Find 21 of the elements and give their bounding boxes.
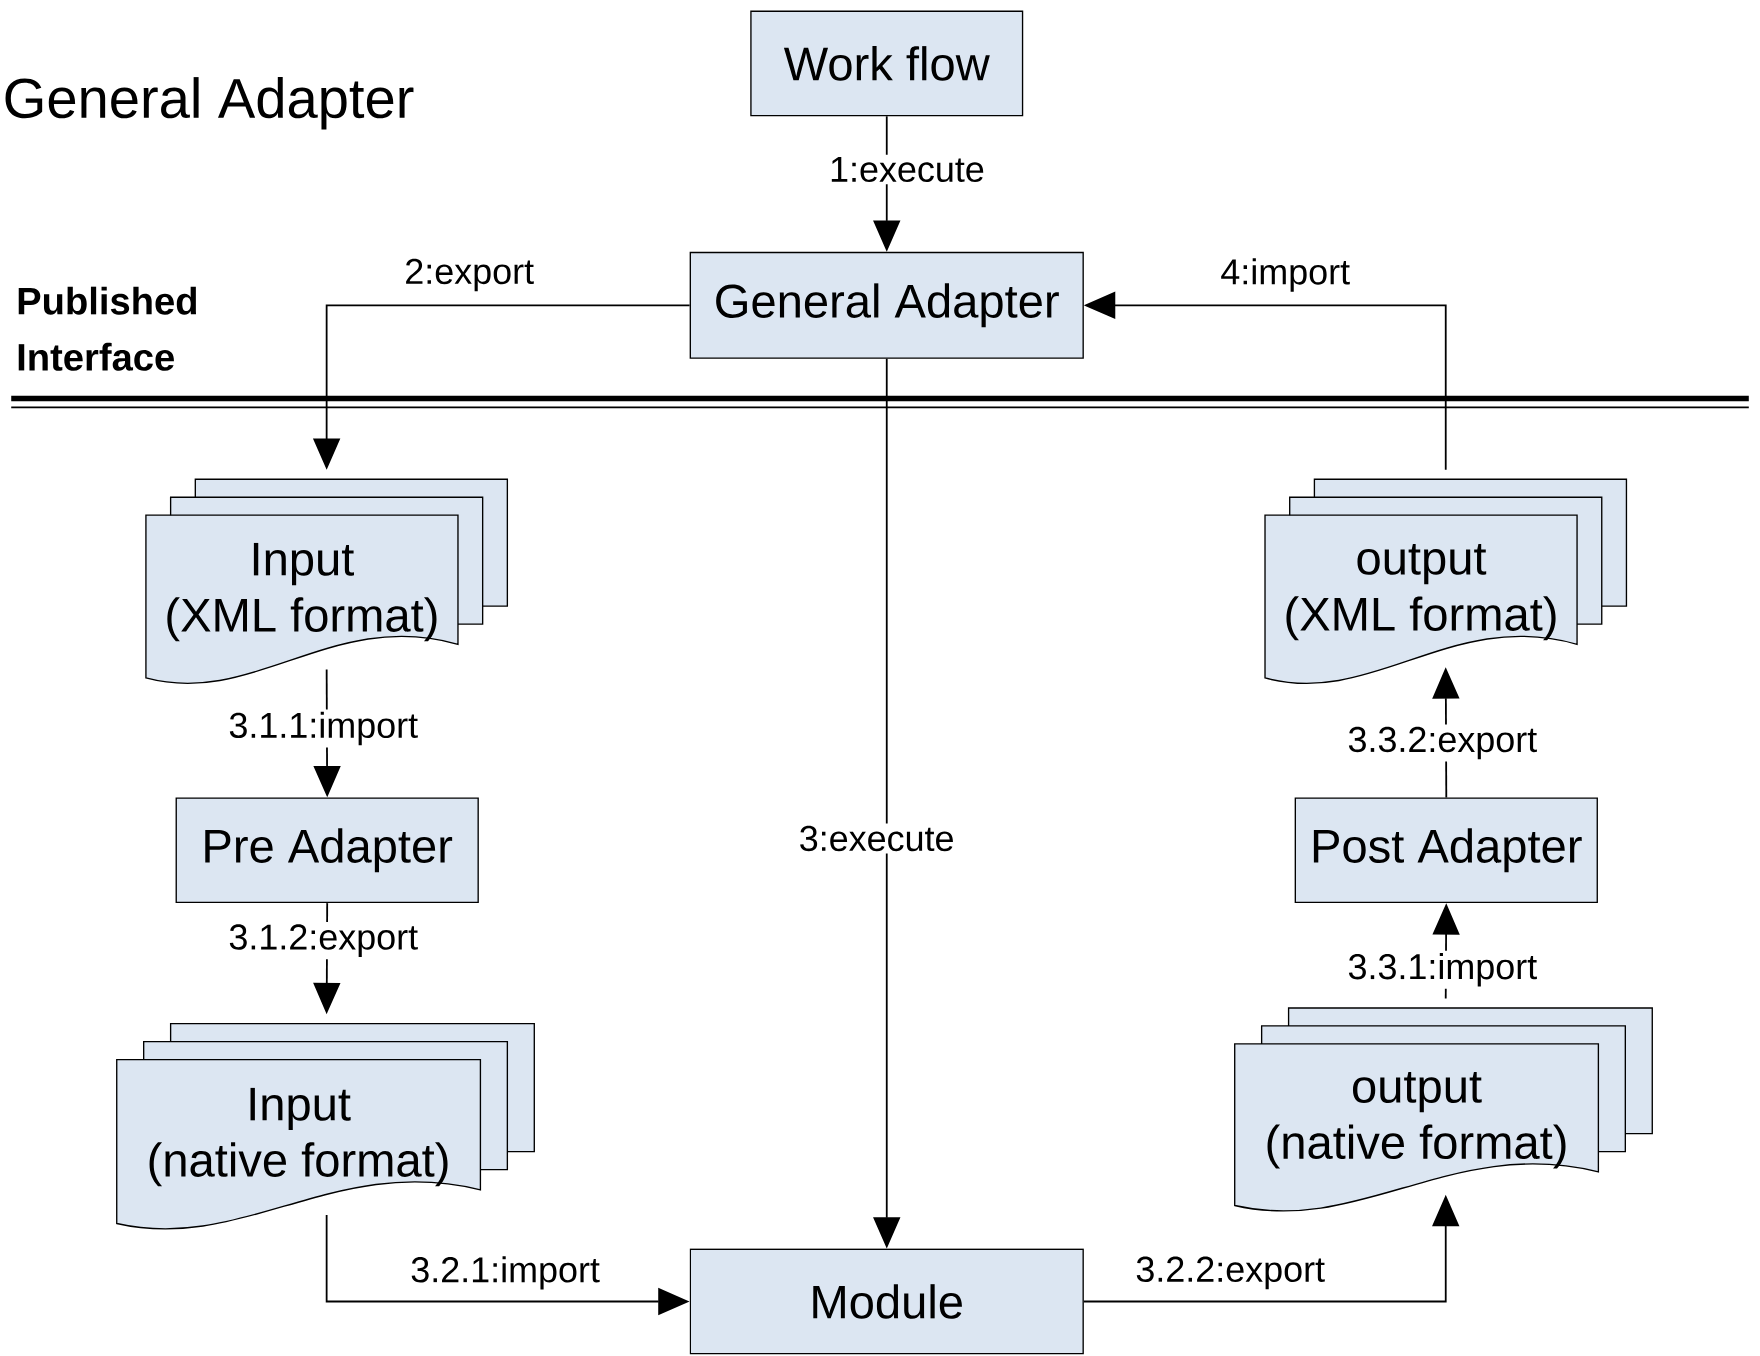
edge-label: 2:export: [402, 256, 537, 294]
edge-label: 3.1.2:export: [226, 922, 421, 960]
edge-label: 3.1.1:import: [226, 709, 421, 748]
document-stack: output (native format): [1234, 1007, 1653, 1212]
process-box: General Adapter: [689, 251, 1084, 359]
document-stack: Input (XML format): [145, 478, 509, 684]
edge-label: 3:execute: [796, 823, 957, 854]
edge-label: 3.3.1:import: [1345, 950, 1540, 989]
process-box: Post Adapter: [1294, 797, 1598, 904]
process-box: Module: [689, 1248, 1084, 1355]
section-label: Published Interface: [18, 286, 197, 371]
title: General Adapter: [5, 77, 414, 130]
edge-label: 3.2.1:import: [408, 1253, 603, 1292]
document-stack: output (XML format): [1264, 478, 1628, 684]
edge-label: 4:import: [1218, 256, 1353, 294]
edge-label: 3.3.2:export: [1345, 724, 1540, 762]
edge-label: 1:execute: [826, 154, 988, 185]
process-box: Work flow: [750, 10, 1024, 117]
edge-label: 3.2.2:export: [1133, 1254, 1328, 1292]
document-stack: Input (native format): [116, 1023, 535, 1230]
process-box: Pre Adapter: [175, 797, 479, 904]
